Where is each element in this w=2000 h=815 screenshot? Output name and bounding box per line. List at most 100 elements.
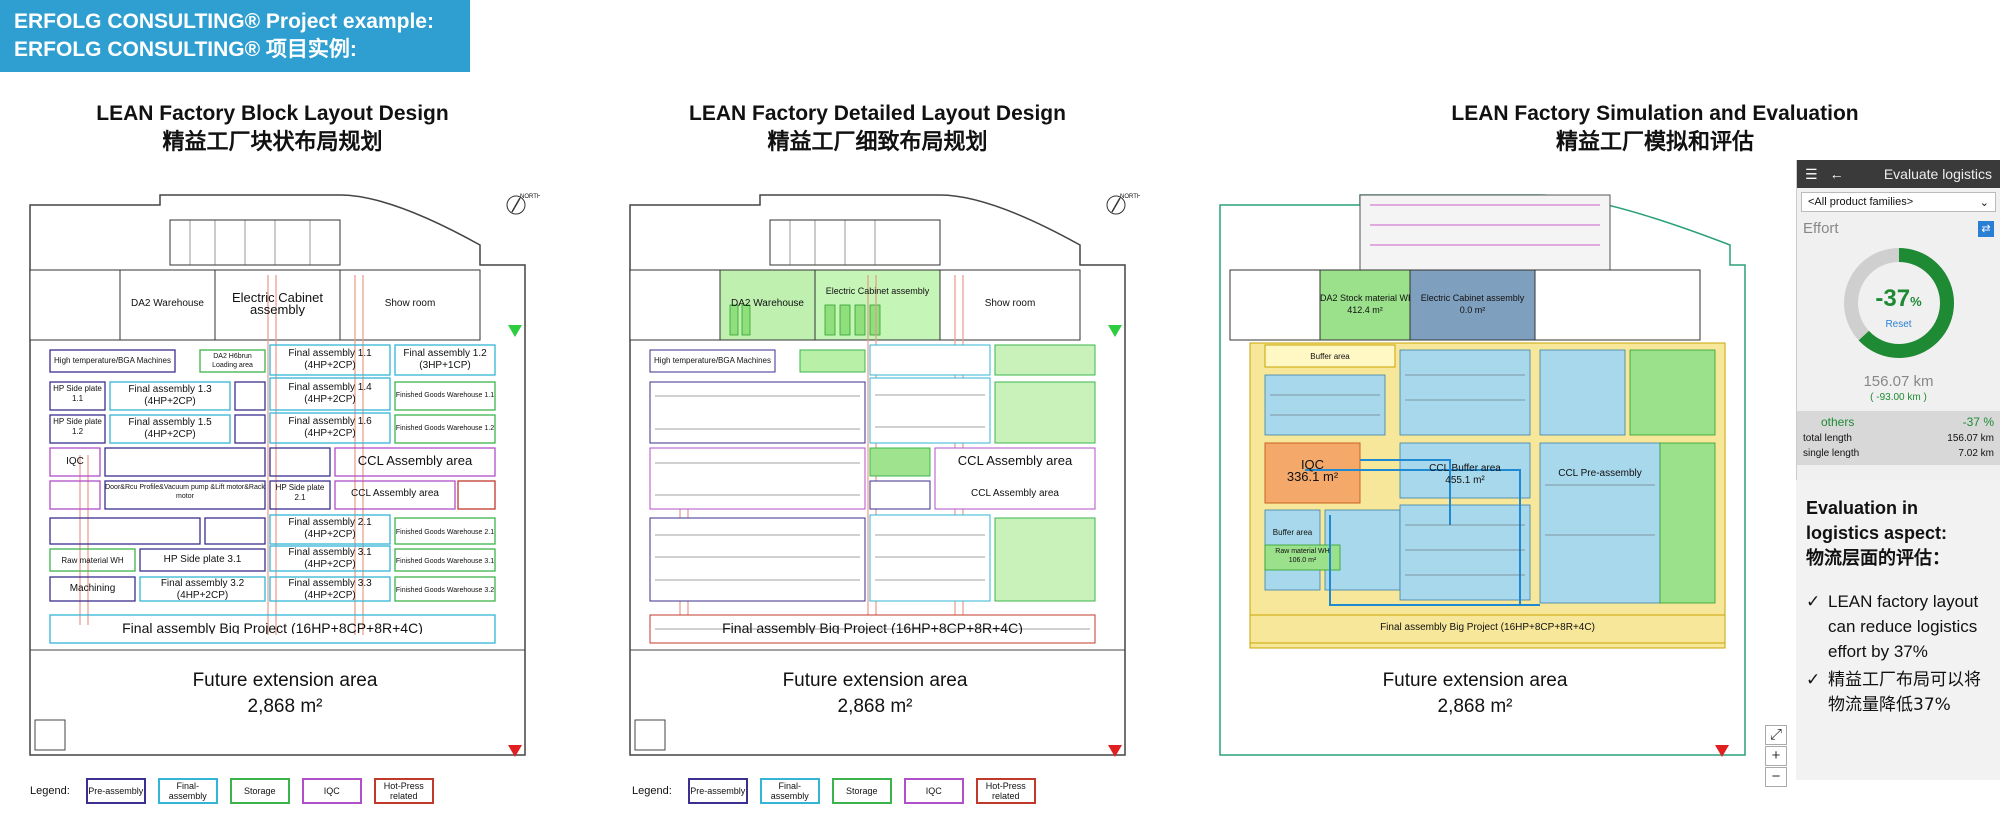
bullet-text: LEAN factory layout can reduce logistics… (1828, 592, 1979, 661)
future-extension-area: Future extension area 2,868 m² (1320, 668, 1630, 720)
hamburger-icon[interactable]: ☰ (1805, 165, 1818, 182)
electric-cabinet-size: 0.0 m² (1459, 305, 1486, 315)
iqc-name: IQC (1300, 459, 1325, 472)
label-buffer-area-2: Buffer area (1272, 528, 1313, 537)
arrow-left-icon[interactable]: ← (1829, 166, 1844, 182)
table-row: others -37 % (1803, 413, 1994, 431)
legend-storage: Storage (831, 778, 892, 804)
zoom-in-button[interactable]: + (1765, 746, 1787, 766)
check-icon: ✓ (1806, 670, 1821, 690)
swap-icon[interactable]: ⇄ (1978, 220, 1994, 237)
legend-pre-assembly: Pre-assembly (85, 778, 146, 804)
banner-line-en: ERFOLG CONSULTING® Project example: (14, 10, 434, 33)
label-fa-12: Final assembly 1.2 (3HP+1CP) (403, 348, 487, 371)
others-value: -37 % (1962, 415, 1994, 429)
raw-material-name: Raw material WH (1275, 548, 1330, 555)
effort-label: Effort (1803, 220, 1839, 237)
legend-block: Legend: Pre-assembly Final-assembly Stor… (30, 778, 434, 804)
gauge-ring (1843, 248, 1954, 358)
legend-title: Legend: (632, 785, 672, 797)
effort-row: Effort ⇄ (1797, 212, 2000, 237)
label-fa-21: Final assembly 2.1 (4HP+2CP) (288, 517, 372, 540)
label-da2-warehouse: DA2 Warehouse (731, 298, 804, 309)
label-raw-material: Raw material WH 106.0 m² (1265, 547, 1340, 565)
legend-detailed: Legend: Pre-assembly Final-assembly Stor… (632, 778, 1036, 804)
bullet-text: 精益工厂布局可以将物流量降低37% (1828, 670, 1981, 715)
legend-iqc: IQC (301, 778, 362, 804)
label-ccl-assembly: CCL Assembly area (357, 455, 473, 467)
gauge-percent-value: -37 (1875, 285, 1911, 312)
legend-iqc: IQC (903, 778, 964, 804)
panel-title-simulation: LEAN Factory Simulation and Evaluation 精… (1400, 100, 1910, 158)
detailed-layout-drawing (629, 194, 1126, 757)
label-iqc: IQC (66, 456, 84, 467)
conclusion-heading-2: logistics aspect: (1806, 523, 1948, 543)
label-door-profile: Door&Rcu Profile&Vacuum pump &Lift motor… (105, 484, 265, 500)
north-label: NORTH (1120, 194, 1140, 200)
gauge-arc (1843, 248, 1954, 358)
block-layout-plan: DA2 Warehouse Electric Cabinet assembly … (10, 185, 540, 765)
zoom-out-button[interactable]: − (1765, 767, 1787, 787)
label-iqc: IQC 336.1 m² (1265, 459, 1360, 483)
panel-title-cn: 精益工厂细致布局规划 (767, 130, 988, 155)
total-km: 156.07 km (1863, 373, 1934, 390)
label-fgw-21: Finished Goods Warehouse 2.1 (395, 529, 495, 536)
future-extension-area: Future extension area 2,868 m² (130, 668, 440, 720)
label-fa-32: Final assembly 3.2 (4HP+2CP) (160, 578, 245, 601)
others-label: others (1821, 415, 1855, 429)
ccl-buffer-name: CCL Buffer area (1429, 463, 1501, 474)
single-length-label: single length (1803, 448, 1860, 459)
label-da2-stock: DA2 Stock material WH 412.4 m² (1320, 292, 1410, 316)
simulation-plan: DA2 Stock material WH 412.4 m² Electric … (1210, 185, 1760, 765)
label-fa-14: Final assembly 1.4 (4HP+2CP) (288, 382, 372, 405)
conclusion-heading-cn: 物流层面的评估： (1806, 548, 1950, 569)
label-fa-13: Final assembly 1.3 (4HP+2CP) (128, 384, 212, 407)
label-high-temp: High temperature/BGA Machines (654, 356, 771, 365)
evaluation-table: others -37 % total length 156.07 km sing… (1797, 411, 2000, 465)
panel-title-cn: 精益工厂块状布局规划 (162, 130, 383, 155)
conclusion-list: ✓ LEAN factory layout can reduce logistic… (1806, 589, 1990, 718)
delta-km: ( -93.00 km ) (1870, 392, 1927, 403)
label-hp-side-21: HP Side plate 2.1 (275, 483, 325, 502)
future-area-size: 2,868 m² (247, 696, 323, 717)
future-area-label: Future extension area (192, 670, 378, 691)
total-length-value: 156.07 km (1947, 433, 1994, 444)
block-layout-drawing (29, 194, 526, 757)
future-area-size: 2,868 m² (837, 696, 913, 717)
future-area-label: Future extension area (1382, 670, 1568, 691)
legend-hot-press: Hot-Press related (373, 778, 434, 804)
panel-title-en: LEAN Factory Simulation and Evaluation (1451, 102, 1859, 125)
ccl-buffer-size: 455.1 m² (1445, 475, 1485, 486)
legend-storage: Storage (229, 778, 290, 804)
future-area-label: Future extension area (782, 670, 968, 691)
label-machining: Machining (69, 583, 116, 594)
iqc-size: 336.1 m² (1286, 469, 1339, 483)
label-electric-cabinet: Electric Cabinet assembly 0.0 m² (1410, 292, 1535, 316)
expand-map-button[interactable]: ⤢ (1765, 725, 1787, 745)
reset-link[interactable]: Reset (1885, 319, 1912, 330)
project-banner: ERFOLG CONSULTING® Project example: ERFO… (0, 0, 470, 72)
effort-gauge: -37% Reset (1839, 243, 1959, 363)
label-high-temp: High temperature/BGA Machines (54, 356, 171, 365)
detailed-layout-plan: DA2 Warehouse Electric Cabinet assembly … (610, 185, 1140, 765)
conclusion-heading-1: Evaluation in (1806, 498, 1919, 518)
simulation-drawing (1219, 194, 1746, 757)
label-ccl-assembly: CCL Assembly area (957, 455, 1073, 467)
list-item: ✓LEAN factory layout can reduce logistic… (1806, 589, 1990, 664)
label-big-project: Final assembly Big Project (16HP+8CP+8R+… (122, 622, 423, 634)
future-extension-area: Future extension area 2,868 m² (720, 668, 1030, 720)
electric-cabinet-name: Electric Cabinet assembly (1420, 293, 1525, 303)
evaluate-header: ☰ ← Evaluate logistics (1797, 160, 2000, 188)
panel-title-en: LEAN Factory Detailed Layout Design (689, 102, 1066, 125)
total-length-label: total length (1803, 433, 1852, 444)
label-buffer-area: Buffer area (1310, 352, 1350, 361)
product-family-select[interactable]: <All product families> ⌄ (1801, 192, 1996, 212)
label-fa-15: Final assembly 1.5 (4HP+2CP) (128, 417, 212, 440)
legend-final-assembly: Final-assembly (157, 778, 218, 804)
label-ccl-assembly-2: CCL Assembly area (351, 488, 439, 499)
label-ccl-pre: CCL Pre-assembly (1558, 468, 1642, 479)
table-row: total length 156.07 km (1803, 431, 1994, 446)
label-ccl-assembly-2: CCL Assembly area (971, 488, 1059, 499)
da2-stock-size: 412.4 m² (1347, 305, 1383, 315)
label-show-room: Show room (384, 298, 436, 309)
